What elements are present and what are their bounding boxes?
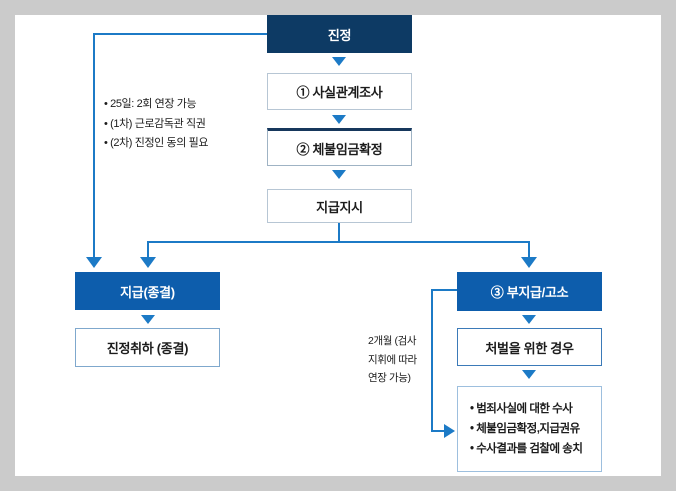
- arrow-down-icon: [332, 115, 346, 124]
- node-fact-investigation: ① 사실관계조사: [267, 73, 412, 110]
- arrow-down-icon: [332, 57, 346, 66]
- arrow-down-icon: [332, 170, 346, 179]
- node-punishment-case: 처벌을 위한 경우: [457, 328, 602, 366]
- node-petition: 진정: [267, 15, 412, 53]
- connector-line: [147, 241, 530, 243]
- investigation-item: • 범죄사실에 대한 수사: [470, 403, 573, 415]
- connector-line: [431, 430, 445, 432]
- arrow-down-icon: [86, 257, 102, 268]
- connector-line: [431, 289, 433, 432]
- diagram-panel: 진정 ① 사실관계조사 ② 체불임금확정 지급지시 • 25일: 2회 연장 가…: [15, 15, 661, 476]
- connector-line: [147, 241, 149, 258]
- investigation-item: • 수사결과를 검찰에 송치: [470, 443, 583, 455]
- note-item: • (2차) 진정인 동의 필요: [104, 137, 209, 149]
- node-investigation-list: • 범죄사실에 대한 수사 • 체불임금확정,지급권유 • 수사결과를 검찰에 …: [457, 386, 602, 472]
- left-note-list: • 25일: 2회 연장 가능 • (1차) 근로감독관 직권 • (2차) 진…: [104, 95, 208, 154]
- node-payment-closed: 지급(종결): [75, 272, 220, 310]
- note-item: • (1차) 근로감독관 직권: [104, 117, 206, 130]
- arrow-right-icon: [444, 424, 455, 438]
- duration-note: 2개월 (검사 지휘에 따라 연장 가능): [368, 332, 417, 388]
- node-petition-withdrawal: 진정취하 (종결): [75, 328, 220, 367]
- investigation-item-wrap: • 범죄사실에 대한 수사 • 체불임금확정,지급권유 • 수사결과를 검찰에 …: [470, 399, 583, 459]
- note-item: 2개월 (검사: [368, 335, 417, 347]
- node-wage-confirmation: ② 체불임금확정: [267, 128, 412, 166]
- arrow-down-icon: [522, 370, 536, 379]
- connector-line: [94, 33, 267, 35]
- note-item: 지휘에 따라: [368, 353, 417, 366]
- connector-line: [338, 223, 340, 243]
- connector-line: [528, 241, 530, 258]
- node-nonpayment-accusation: ③ 부지급/고소: [457, 272, 602, 311]
- arrow-down-icon: [521, 257, 537, 268]
- note-item: 연장 가능): [368, 372, 411, 384]
- connector-line: [431, 289, 457, 291]
- arrow-down-icon: [522, 315, 536, 324]
- connector-line: [93, 33, 95, 259]
- investigation-item: • 체불임금확정,지급권유: [470, 423, 580, 435]
- arrow-down-icon: [141, 315, 155, 324]
- node-payment-order: 지급지시: [267, 189, 412, 223]
- arrow-down-icon: [140, 257, 156, 268]
- note-item: • 25일: 2회 연장 가능: [104, 98, 197, 110]
